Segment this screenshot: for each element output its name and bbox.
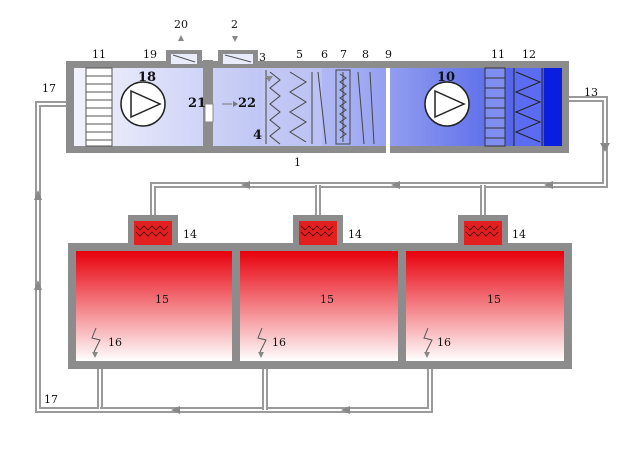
label-15-c: 15 [487, 293, 501, 306]
label-16-c: 16 [437, 336, 451, 349]
label-14-a: 14 [183, 228, 197, 241]
label-22: 22 [238, 96, 256, 111]
label-15-b: 15 [320, 293, 334, 306]
label-8: 8 [362, 48, 369, 61]
grille-icon [85, 67, 113, 147]
label-21: 21 [188, 96, 206, 111]
label-9: 9 [385, 48, 392, 61]
label-14-c: 14 [512, 228, 526, 241]
room-1 [76, 251, 232, 361]
label-19: 19 [143, 48, 157, 61]
label-17-bottom: 17 [44, 393, 58, 406]
label-14-b: 14 [348, 228, 362, 241]
label-13: 13 [584, 86, 598, 99]
label-5: 5 [296, 48, 303, 61]
label-10: 10 [437, 70, 455, 85]
label-16-a: 16 [108, 336, 122, 349]
outlet-section [544, 68, 562, 146]
label-3: 3 [259, 51, 266, 64]
rooms [68, 215, 572, 369]
grille-icon [484, 67, 506, 147]
filter-icon [265, 70, 327, 145]
label-2: 2 [231, 18, 238, 31]
label-18: 18 [138, 70, 156, 85]
label-15-a: 15 [155, 293, 169, 306]
return-duct [34, 101, 433, 414]
label-17-top: 17 [42, 82, 56, 95]
mixing-damper-icon [204, 103, 214, 123]
room-3 [406, 251, 564, 361]
air-handling-unit [66, 50, 569, 170]
room-2 [240, 251, 398, 361]
label-1: 1 [294, 156, 301, 169]
humidifier-pipe [386, 68, 390, 170]
supply-duct [150, 96, 610, 215]
label-12: 12 [522, 48, 536, 61]
filter-icon [513, 68, 543, 146]
label-20: 20 [174, 18, 188, 31]
fan-icon [120, 81, 166, 127]
return-inlet-icon [91, 327, 433, 353]
label-11-left: 11 [92, 48, 106, 61]
fan-icon [424, 81, 470, 127]
label-4: 4 [253, 128, 262, 143]
coil-icon [335, 69, 375, 145]
label-11-right: 11 [491, 48, 505, 61]
labels: 11 19 20 2 3 5 6 7 8 9 11 12 13 17 18 21… [42, 18, 598, 406]
label-7: 7 [340, 48, 347, 61]
label-6: 6 [321, 48, 328, 61]
label-16-b: 16 [272, 336, 286, 349]
